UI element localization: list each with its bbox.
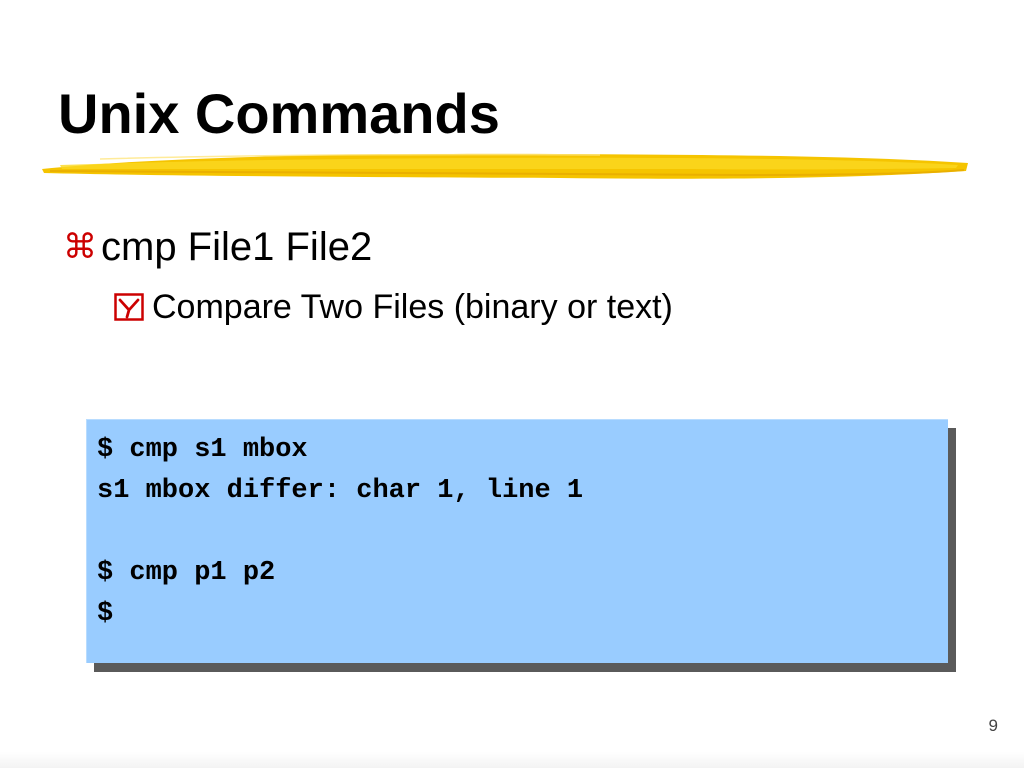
title-underline-brush (42, 153, 968, 179)
code-line: $ cmp s1 mbox (97, 435, 308, 465)
code-box: $ cmp s1 mbox s1 mbox differ: char 1, li… (86, 419, 948, 663)
command-key-icon: ⌘ (63, 227, 97, 267)
code-line: s1 mbox differ: char 1, line 1 (97, 476, 584, 506)
code-line: $ (97, 599, 114, 629)
bottom-band (0, 752, 1024, 768)
sub-bullet-compare: Compare Two Files (binary or text) (114, 285, 673, 329)
sub-bullet-compare-text: Compare Two Files (binary or text) (152, 288, 673, 326)
code-line (97, 512, 948, 553)
page-number: 9 (988, 716, 998, 735)
code-line: $ cmp p1 p2 (97, 558, 276, 588)
bullet-cmp-text: cmp File1 File2 (101, 225, 373, 269)
checkbox-y-icon (114, 293, 144, 321)
slide-title: Unix Commands (58, 82, 500, 145)
bullet-cmp: ⌘ cmp File1 File2 (62, 222, 372, 272)
